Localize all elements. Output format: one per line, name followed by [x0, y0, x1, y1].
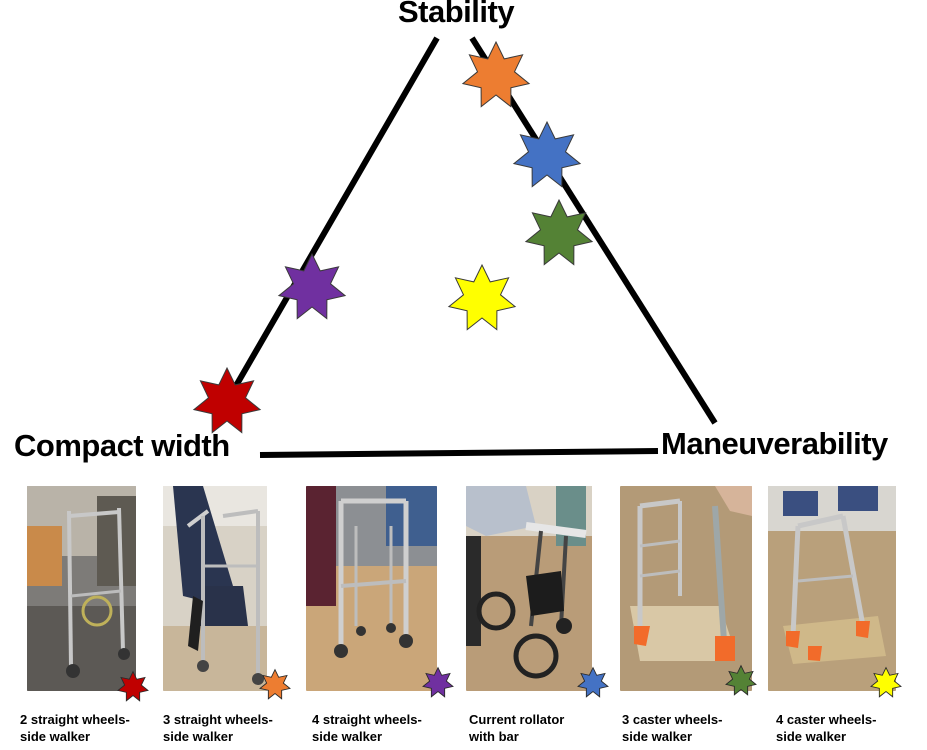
badge-star-green	[725, 664, 757, 696]
star-marker-blue	[512, 120, 582, 188]
badge-star-red	[117, 670, 149, 702]
walker-photo-5	[620, 486, 752, 691]
triangle-left-edge	[219, 36, 440, 412]
caption-walker-1: 2 straight wheels- side walker	[20, 711, 130, 745]
badge-star-purple	[422, 666, 454, 698]
star-marker-orange	[461, 40, 531, 108]
caption-walker-2: 3 straight wheels- side walker	[163, 711, 273, 745]
caption-line-1: 4 straight wheels-	[312, 712, 422, 727]
triangle-bottom-edge	[259, 448, 659, 458]
caption-line-2: side walker	[622, 729, 693, 744]
caption-line-1: 4 caster wheels-	[776, 712, 877, 727]
caption-line-2: side walker	[312, 729, 383, 744]
badge-star-shape	[870, 666, 902, 698]
badge-star-shape	[117, 670, 149, 702]
badge-star-blue	[577, 666, 609, 698]
caption-walker-5: 3 caster wheels- side walker	[622, 711, 722, 745]
badge-star-shape	[577, 666, 609, 698]
star-marker-green	[524, 198, 594, 266]
badge-star-shape	[422, 666, 454, 698]
triangle-right-edge	[469, 36, 718, 425]
caption-line-1: 2 straight wheels-	[20, 712, 130, 727]
badge-star-shape	[725, 664, 757, 696]
badge-star-yellow	[870, 666, 902, 698]
badge-star-orange	[259, 668, 291, 700]
caption-walker-3: 4 straight wheels- side walker	[312, 711, 422, 745]
caption-line-1: Current rollator	[469, 712, 565, 727]
walker-photo-4	[466, 486, 592, 691]
caption-walker-4: Current rollator with bar	[469, 711, 564, 745]
walker-photo-1	[27, 486, 136, 691]
star-marker-red	[192, 366, 262, 434]
caption-line-1: 3 caster wheels-	[622, 712, 723, 727]
caption-line-2: side walker	[20, 729, 91, 744]
star-marker-yellow	[447, 263, 517, 331]
badge-star-shape	[259, 668, 291, 700]
vertex-label-compact-width: Compact width	[14, 428, 230, 463]
caption-line-2: with bar	[469, 729, 519, 744]
vertex-label-maneuverability: Maneuverability	[661, 426, 888, 461]
caption-line-2: side walker	[163, 729, 234, 744]
walker-photo-3	[306, 486, 437, 691]
caption-walker-6: 4 caster wheels- side walker	[776, 711, 876, 745]
caption-line-1: 3 straight wheels-	[163, 712, 273, 727]
walker-photo-2	[163, 486, 267, 691]
tradeoff-triangle	[192, 36, 718, 458]
caption-line-2: side walker	[776, 729, 847, 744]
vertex-label-stability: Stability	[398, 0, 515, 29]
star-marker-purple	[277, 252, 347, 320]
walker-photo-6	[768, 486, 896, 691]
